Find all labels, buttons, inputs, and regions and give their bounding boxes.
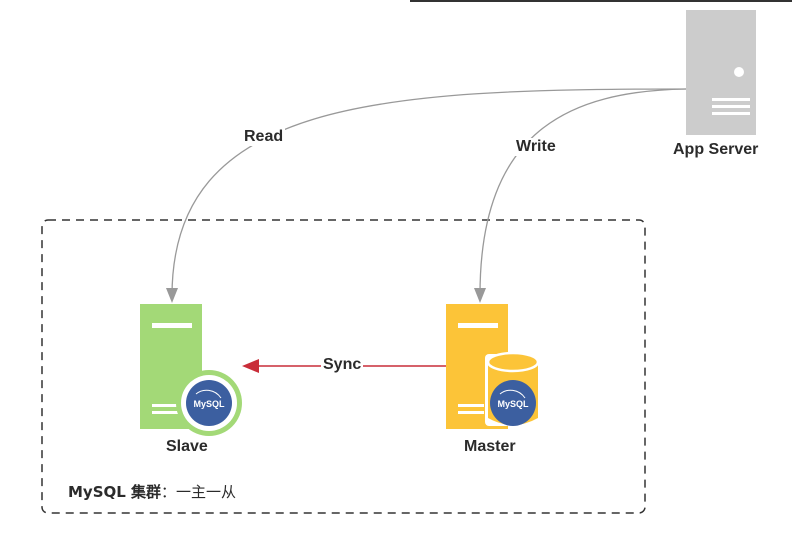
cluster-title-rest: ：一主一从: [161, 483, 237, 501]
master-mysql-badge-text: MySQL: [497, 399, 529, 409]
write-edge-label: Write: [514, 138, 558, 156]
slave-mysql-badge-text: MySQL: [193, 399, 225, 409]
write-connector: [479, 88, 687, 296]
cluster-title: MySQL 集群：一主一从: [68, 481, 236, 502]
read-edge-label: Read: [242, 128, 286, 146]
slave-label: Slave: [166, 438, 208, 456]
app-server-label: App Server: [673, 141, 759, 159]
read-arrowhead: [166, 288, 178, 303]
read-connector: [171, 88, 687, 297]
app-server-icon: [686, 10, 756, 135]
cluster-boundary: [41, 219, 646, 514]
top-border-line: [410, 0, 792, 2]
cluster-title-bold: MySQL 集群: [68, 483, 162, 501]
slave-mysql-badge-icon: MySQL: [186, 380, 232, 426]
write-arrowhead: [474, 288, 486, 303]
sync-arrowhead: [242, 359, 259, 373]
master-mysql-badge-icon: MySQL: [490, 380, 536, 426]
master-label: Master: [464, 438, 516, 456]
sync-edge-label: Sync: [321, 356, 364, 374]
